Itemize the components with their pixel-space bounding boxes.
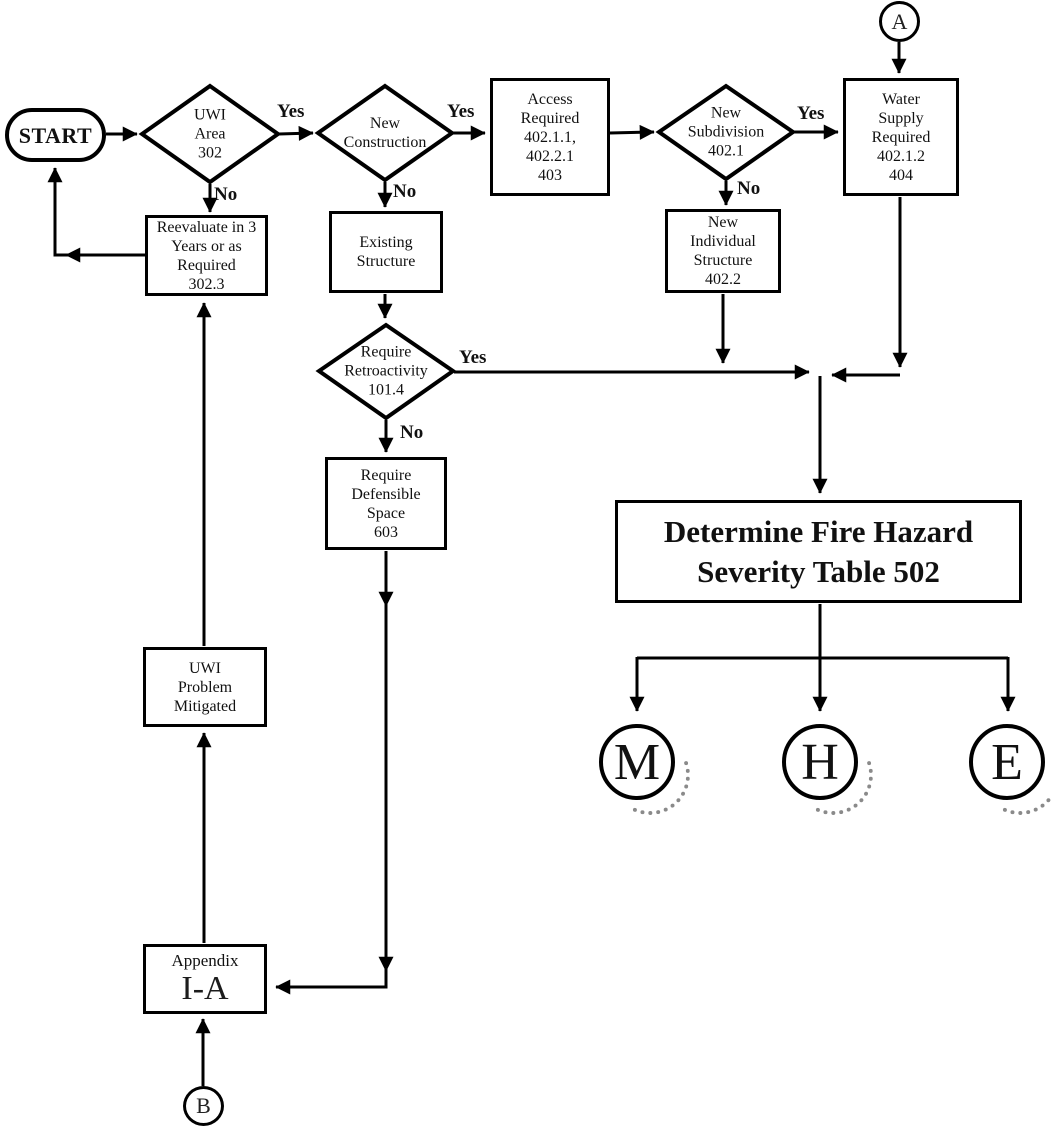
process-appendix-ia: Appendix I-A	[143, 944, 267, 1014]
process-new-individual-structure: New Individual Structure 402.2	[665, 209, 781, 293]
label-new-subdivision-no: No	[737, 178, 761, 199]
connector-b: B	[183, 1086, 224, 1126]
decision-new-subdivision-label: New Subdivision 402.1	[687, 104, 765, 160]
decision-new-construction-label: New Construction	[343, 115, 427, 151]
start-terminator: START	[5, 108, 106, 162]
label-new-construction-no: No	[393, 181, 417, 202]
label-retroactivity-yes: Yes	[459, 347, 487, 368]
process-access-required: Access Required 402.1.1, 402.2.1 403	[490, 78, 610, 196]
process-require-defensible-space: Require Defensible Space 603	[325, 457, 447, 550]
label-retroactivity-no: No	[400, 422, 424, 443]
severity-extreme-circle: E	[969, 724, 1045, 800]
process-existing-structure: Existing Structure	[329, 211, 443, 293]
decision-retroactivity-label: Require Retroactivity 101.4	[344, 343, 428, 399]
appendix-title: Appendix	[171, 951, 239, 970]
decision-new-construction-shape	[314, 83, 456, 183]
process-reevaluate: Reevaluate in 3 Years or as Required 302…	[145, 215, 268, 296]
label-uwi-area-yes: Yes	[277, 101, 305, 122]
process-determine-fire-hazard: Determine Fire Hazard Severity Table 502	[615, 500, 1022, 603]
label-uwi-area-no: No	[214, 184, 238, 205]
decision-uwi-area-shape	[138, 83, 282, 185]
appendix-code: I-A	[181, 970, 229, 1007]
label-new-construction-yes: Yes	[447, 101, 475, 122]
severity-high-circle: H	[782, 724, 858, 800]
connector-a: A	[879, 1, 920, 42]
edge-water-supply-to-junction	[831, 197, 908, 383]
edge-determine-to-severity-circles	[629, 604, 1016, 712]
edge-access-to-new-subdivision	[609, 124, 655, 140]
edge-reevaluate-to-start	[47, 167, 145, 263]
severity-moderate-circle: M	[599, 724, 675, 800]
process-water-supply-required: Water Supply Required 402.1.2 404	[843, 78, 959, 196]
edge-defensible-to-appendix	[275, 551, 394, 995]
decision-new-subdivision-shape	[655, 83, 797, 182]
process-uwi-problem-mitigated: UWI Problem Mitigated	[143, 647, 267, 727]
label-new-subdivision-yes: Yes	[797, 103, 825, 124]
decision-uwi-area-label: UWI Area 302	[194, 106, 226, 162]
decision-retroactivity-shape	[315, 322, 457, 421]
edge-uwi-area-yes-to-new-construction	[278, 125, 314, 141]
